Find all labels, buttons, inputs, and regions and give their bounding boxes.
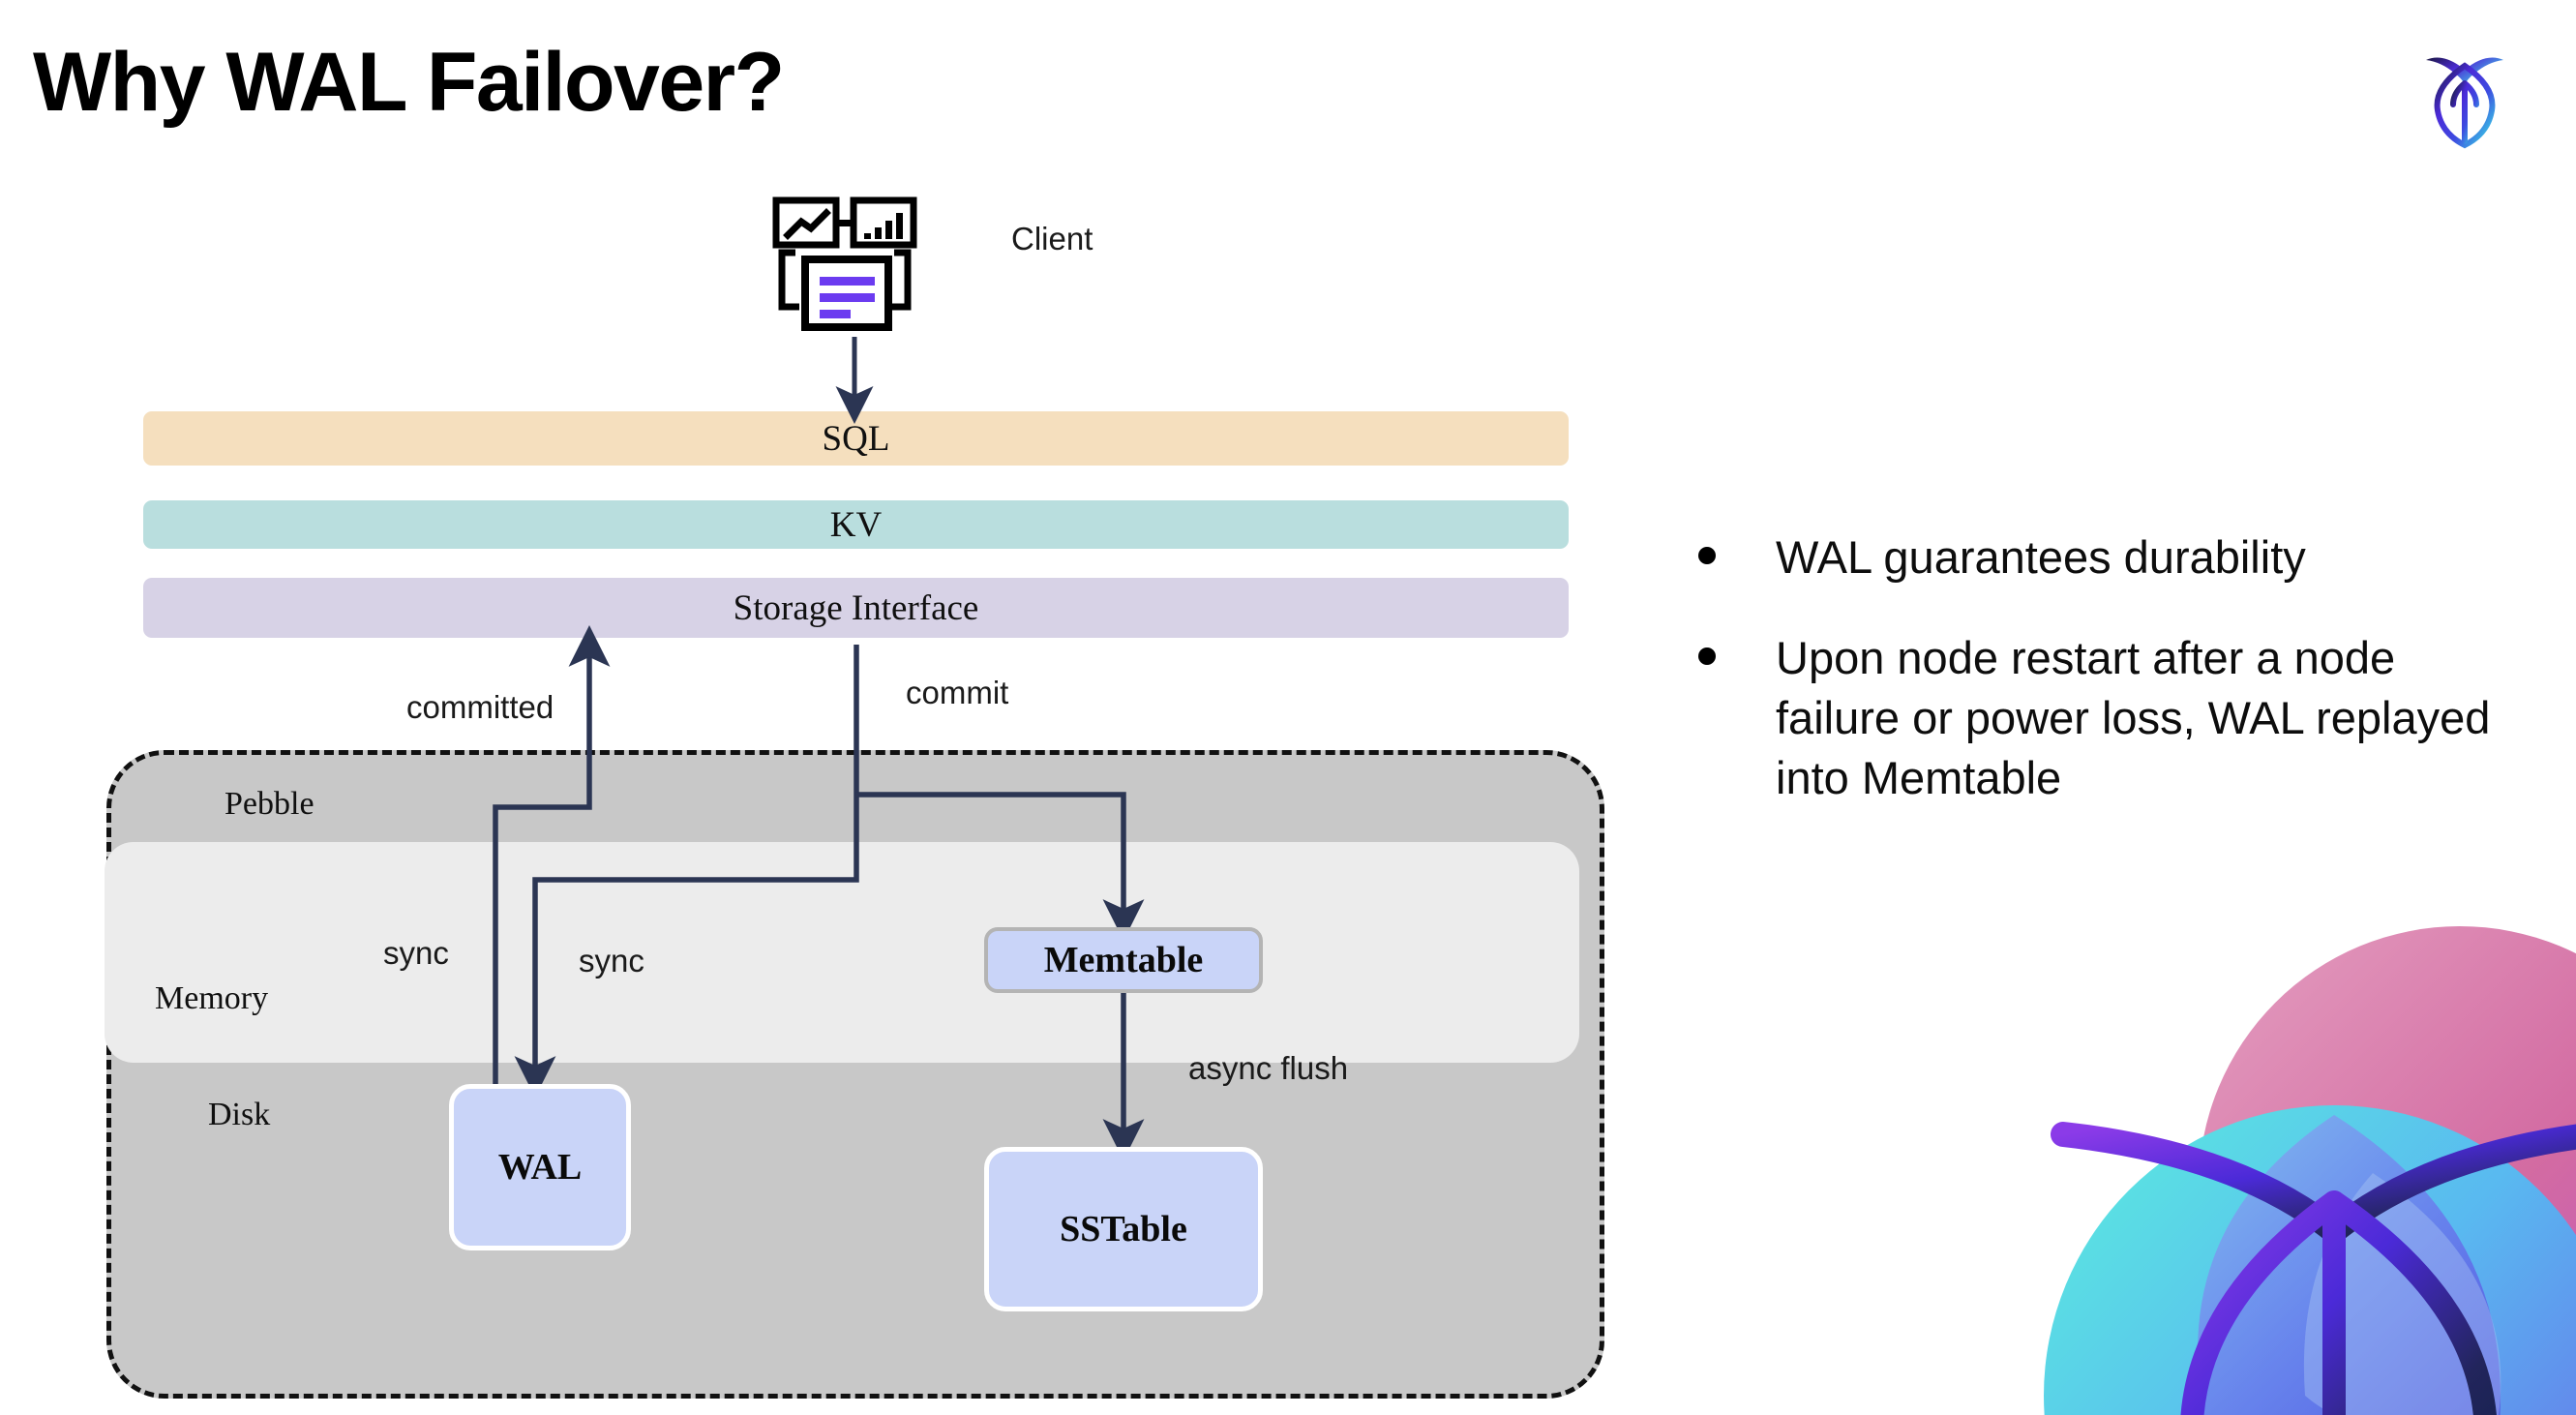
flow-label-commit: commit [906, 675, 1009, 710]
bullet-text: WAL guarantees durability [1776, 531, 2306, 583]
decorative-leaf-artwork [1918, 912, 2576, 1415]
bullet-list: WAL guarantees durability Upon node rest… [1698, 527, 2531, 849]
flow-label-sync-left: sync [383, 935, 449, 971]
region-label-memory: Memory [155, 980, 269, 1016]
cockroachdb-logo [2407, 37, 2523, 153]
flow-label-async-flush: async flush [1188, 1050, 1349, 1086]
node-sstable: SSTable [984, 1147, 1263, 1311]
layer-bar-sql: SQL [143, 411, 1569, 466]
list-item: WAL guarantees durability [1698, 527, 2531, 587]
node-memtable: Memtable [984, 927, 1263, 993]
bullet-dot-icon [1698, 547, 1716, 564]
client-dashboard-icon [772, 196, 927, 337]
flow-label-sync-right: sync [579, 943, 644, 978]
flow-label-committed: committed [406, 689, 554, 725]
architecture-diagram: Client SQL KV Storage Interface Pebble M… [105, 196, 1604, 1399]
region-label-pebble: Pebble [225, 786, 315, 822]
layer-bar-storage-interface: Storage Interface [143, 578, 1569, 638]
layer-bar-kv: KV [143, 500, 1569, 549]
memory-band [105, 842, 1579, 1063]
bullet-dot-icon [1698, 647, 1716, 666]
region-label-disk: Disk [208, 1097, 271, 1132]
node-wal: WAL [449, 1084, 631, 1250]
page-title: Why WAL Failover? [33, 36, 785, 129]
bullet-text: Upon node restart after a node failure o… [1776, 632, 2491, 804]
client-label: Client [1011, 221, 1093, 256]
list-item: Upon node restart after a node failure o… [1698, 628, 2531, 808]
